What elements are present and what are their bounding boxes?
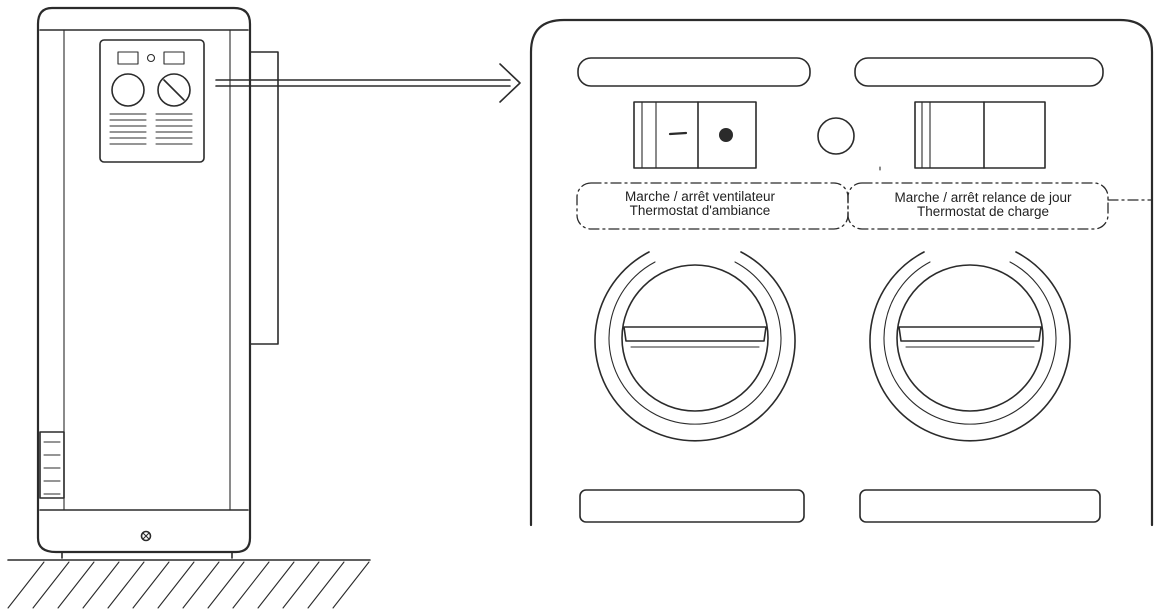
knob-bezel-inner <box>608 261 782 425</box>
mini-switch-right <box>163 51 185 65</box>
day-switch-frame <box>914 101 1046 169</box>
floor-hatch-stroke <box>232 561 270 609</box>
panel-outer-frame <box>529 18 1154 527</box>
day-label-box <box>847 182 1109 230</box>
mini-knob-right-slot <box>163 79 185 101</box>
floor-hatch-stroke <box>107 561 145 609</box>
fan-switch-frame <box>633 101 757 169</box>
mini-knob-left <box>111 73 145 107</box>
floor-hatch-stroke <box>132 561 170 609</box>
knob-dial <box>621 264 769 412</box>
knob-bezel-outer <box>594 251 796 442</box>
floor-hatch-stroke <box>7 561 45 609</box>
knob-grip-bar <box>898 326 1042 342</box>
knob-grip-bar <box>623 326 767 342</box>
charge-thermostat-label: Thermostat de charge <box>917 204 1049 219</box>
floor-hatch-stroke <box>207 561 245 609</box>
floor-hatch-stroke <box>332 561 370 609</box>
mini-indicator-lamp <box>146 53 156 63</box>
screw-icon <box>140 530 152 542</box>
mini-switch-left <box>117 51 139 65</box>
enlarged-control-panel: Marche / arrêt ventilateur Thermostat d'… <box>529 18 1154 527</box>
screw-cross-icon <box>142 532 150 540</box>
heater-cabinet <box>36 6 252 554</box>
heater-rear-block <box>249 51 279 345</box>
mini-control-panel <box>99 39 205 163</box>
arrow-head-icon <box>499 63 521 103</box>
zoom-arrow <box>215 63 521 103</box>
mini-knob-right <box>157 73 191 107</box>
panel-slot-top-right <box>854 57 1104 87</box>
panel-slot-bottom-left <box>579 489 805 523</box>
mini-vent-left <box>109 113 147 145</box>
floor-hatch-stroke <box>82 561 120 609</box>
panel-slot-bottom-right <box>859 489 1101 523</box>
panel-slot-top-left <box>577 57 811 87</box>
floor-hatch-stroke <box>257 561 295 609</box>
switch-on-dot-icon <box>719 128 733 142</box>
indicator-lamp <box>817 117 855 155</box>
knob-dial <box>896 264 1044 412</box>
knob-bezel-outer <box>869 251 1071 442</box>
room-thermostat-knob[interactable] <box>594 251 796 442</box>
fan-switch-label: Marche / arrêt ventilateur <box>625 189 776 204</box>
side-vent <box>39 431 65 499</box>
floor-hatch-stroke <box>307 561 345 609</box>
knob-bezel-inner <box>883 261 1057 425</box>
switch-off-mark-icon <box>668 131 688 136</box>
floor-hatch-stroke <box>157 561 195 609</box>
mini-panel-frame <box>99 39 205 163</box>
mini-vent-right <box>155 113 193 145</box>
floor-hatch-stroke <box>32 561 70 609</box>
floor-hatch-stroke <box>57 561 95 609</box>
floor-hatch-stroke <box>182 561 220 609</box>
floor-hatch <box>7 559 371 609</box>
day-boost-switch-label: Marche / arrêt relance de jour <box>894 190 1072 205</box>
room-thermostat-label: Thermostat d'ambiance <box>630 203 771 218</box>
heater-unit <box>36 6 279 559</box>
fan-rocker-switch[interactable] <box>633 101 757 169</box>
floor-hatch-stroke <box>282 561 320 609</box>
charge-thermostat-knob[interactable] <box>869 251 1071 442</box>
day-boost-rocker-switch[interactable] <box>914 101 1046 169</box>
